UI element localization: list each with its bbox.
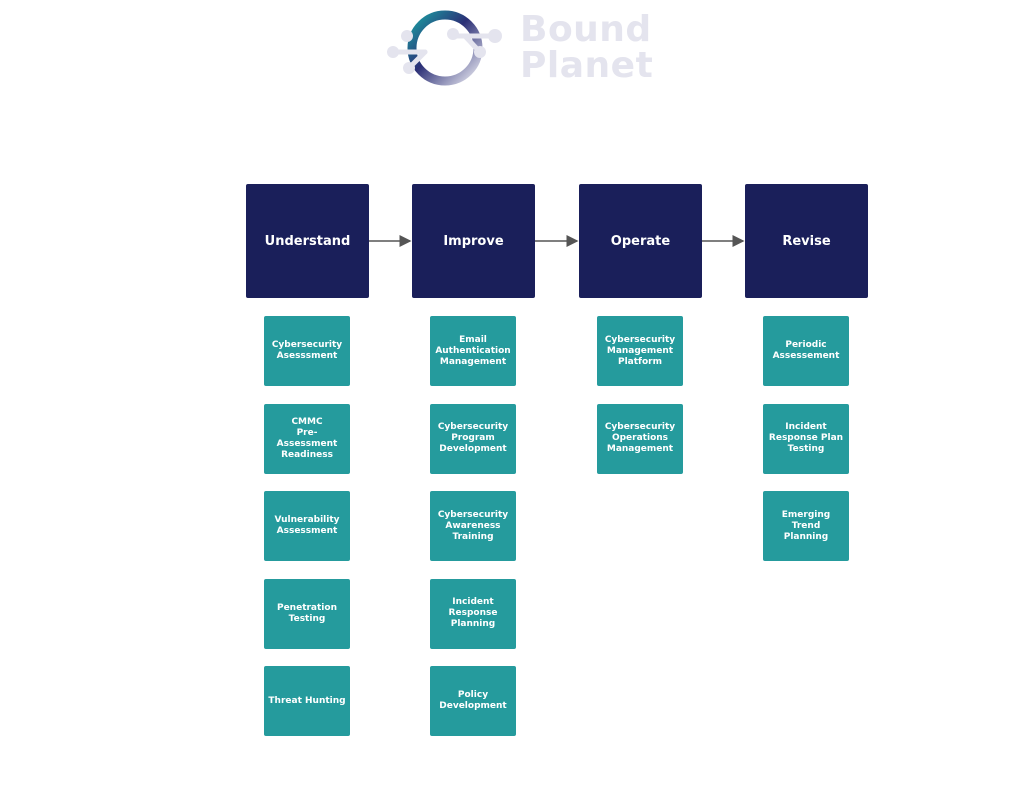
service-card: Cybersecurity Management Platform: [597, 316, 683, 386]
service-card: Penetration Testing: [264, 578, 350, 649]
service-card: Policy Development: [430, 666, 516, 736]
phase-label: Operate: [610, 233, 671, 249]
phase-improve: Improve: [412, 184, 535, 298]
bound-planet-logo: Bound Planet: [385, 6, 655, 90]
service-card: Threat Hunting: [264, 666, 350, 736]
logo-wordmark: Bound Planet: [520, 12, 653, 84]
phase-label: Understand: [264, 233, 351, 249]
service-card: CMMC Pre-Assessment Readiness: [264, 403, 350, 474]
logo-line-1: Bound: [520, 9, 652, 50]
phase-label: Improve: [443, 233, 504, 249]
service-card: Incident Response Planning: [430, 578, 516, 649]
service-card: Cybersecurity Program Development: [430, 403, 516, 474]
service-card: Cybersecurity Asesssment: [264, 316, 350, 386]
service-card: Incident Response Plan Testing: [763, 403, 849, 474]
service-card: Emerging Trend Planning: [763, 491, 849, 561]
phase-revise: Revise: [745, 184, 868, 298]
logo-line-2: Planet: [520, 45, 654, 86]
service-card: Cybersecurity Awareness Training: [430, 491, 516, 561]
service-card: Vulnerability Assessment: [264, 491, 350, 561]
phase-operate: Operate: [579, 184, 702, 298]
phase-label: Revise: [782, 233, 831, 249]
service-card: Email Authentication Management: [430, 316, 516, 386]
service-card: Periodic Assessement: [763, 316, 849, 386]
service-card: Cybersecurity Operations Management: [597, 403, 683, 474]
phase-understand: Understand: [246, 184, 369, 298]
orbit-ring-logo-icon: [387, 10, 502, 86]
